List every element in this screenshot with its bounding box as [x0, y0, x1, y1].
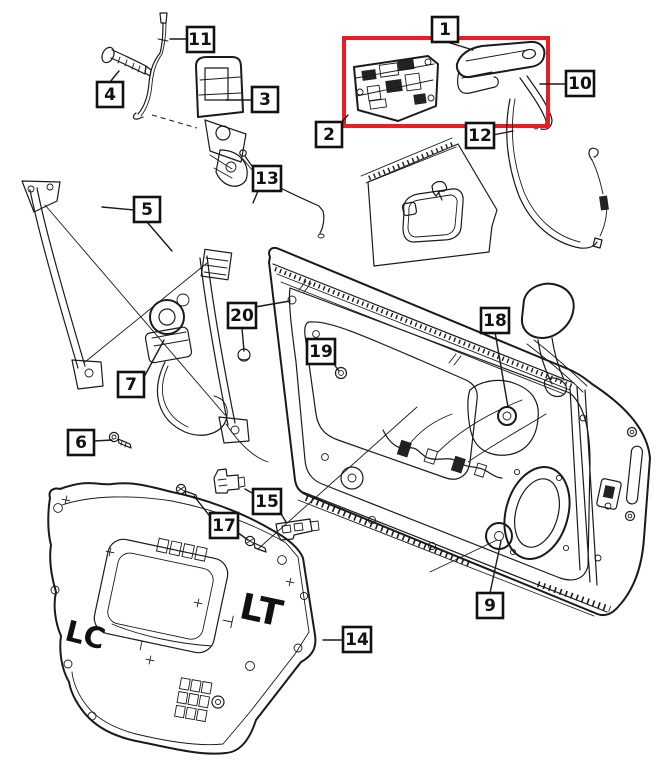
callout-14-number[interactable]: 14	[345, 630, 369, 650]
grommet-19-target	[334, 366, 348, 380]
access-cover-grommet	[497, 406, 517, 426]
door-center-opening	[304, 321, 478, 480]
speaker-opening	[503, 466, 571, 560]
door-inner-panel-edge	[288, 287, 591, 581]
mounting-bolt-lower	[108, 431, 132, 449]
sill-hatch-left	[304, 495, 472, 567]
wiring-harness	[382, 399, 547, 479]
regulator-top-connector	[200, 248, 233, 281]
callout-11-number[interactable]: 11	[188, 30, 212, 50]
grommet-9-target	[485, 522, 513, 550]
callout-13[interactable]: 13	[251, 164, 283, 193]
callout-19[interactable]: 19	[305, 337, 337, 366]
callout-14[interactable]: 14	[341, 625, 373, 654]
callout-2-number[interactable]: 2	[323, 125, 335, 145]
callout-15[interactable]: 15	[251, 487, 283, 516]
retainer-clip-upper	[213, 468, 246, 494]
callout-7[interactable]: 7	[116, 370, 146, 399]
callout-13-number[interactable]: 13	[255, 169, 279, 189]
window-regulator	[21, 180, 269, 463]
access-cover	[467, 379, 539, 456]
callout-11[interactable]: 11	[185, 25, 216, 54]
callout-1-number[interactable]: 1	[439, 20, 451, 40]
callout-10-number[interactable]: 10	[568, 74, 592, 94]
callout-5[interactable]: 5	[132, 195, 162, 224]
window-motor	[144, 293, 193, 364]
door-lock-pillar-details	[569, 386, 644, 586]
clip-screw-lower	[244, 535, 267, 553]
callout-17-number[interactable]: 17	[212, 516, 236, 536]
callout-4[interactable]: 4	[95, 80, 125, 109]
callout-20[interactable]: 20	[226, 301, 258, 330]
callout-15-number[interactable]: 15	[255, 492, 279, 512]
door-latch	[151, 56, 248, 187]
belt-molding-hatch	[368, 140, 456, 181]
callout-3-number[interactable]: 3	[259, 90, 271, 110]
callout-1[interactable]: 1	[430, 15, 460, 44]
callout-9-number[interactable]: 9	[484, 596, 496, 616]
handle-carrier-bracket	[353, 55, 439, 122]
callout-17[interactable]: 17	[208, 511, 240, 540]
callout-6[interactable]: 6	[66, 428, 96, 457]
handle-release-cable	[506, 98, 609, 249]
door-shell	[237, 247, 651, 617]
water-shield-panel: LT LC	[47, 482, 317, 755]
callout-4-number[interactable]: 4	[104, 85, 116, 105]
callout-5-number[interactable]: 5	[141, 200, 153, 220]
panel-speaker-grid	[174, 677, 213, 723]
retainer-clip-lower	[275, 518, 320, 541]
callout-9[interactable]: 9	[475, 591, 505, 620]
latch-rod-upper	[132, 12, 169, 120]
callout-6-number[interactable]: 6	[75, 433, 87, 453]
belt-line-hatch	[274, 266, 573, 389]
callout-3[interactable]: 3	[250, 85, 280, 114]
callout-12[interactable]: 12	[464, 121, 496, 150]
callout-18-number[interactable]: 18	[483, 311, 507, 331]
panel-pocket	[93, 538, 229, 654]
callout-18[interactable]: 18	[479, 306, 511, 335]
callout-19-number[interactable]: 19	[309, 342, 333, 362]
panel-marking-lt: LT	[236, 586, 287, 635]
latch-rod-lower	[239, 149, 325, 239]
mount-hole	[340, 466, 364, 490]
side-mirror	[520, 282, 588, 398]
exterior-door-handle	[455, 40, 553, 130]
panel-marking-lc: LC	[62, 614, 109, 657]
panel-vent-slots	[155, 537, 208, 562]
inside-handle-cutout	[401, 180, 464, 243]
callout-12-number[interactable]: 12	[468, 126, 492, 146]
callout-20-number[interactable]: 20	[230, 306, 254, 326]
mounting-bolt-upper	[101, 46, 152, 77]
highlight-box	[342, 36, 550, 128]
door-skin-section	[360, 137, 498, 267]
callout-10[interactable]: 10	[564, 69, 596, 98]
callout-2[interactable]: 2	[314, 120, 344, 149]
callout-7-number[interactable]: 7	[125, 375, 137, 395]
sill-hatch-right	[537, 581, 611, 612]
